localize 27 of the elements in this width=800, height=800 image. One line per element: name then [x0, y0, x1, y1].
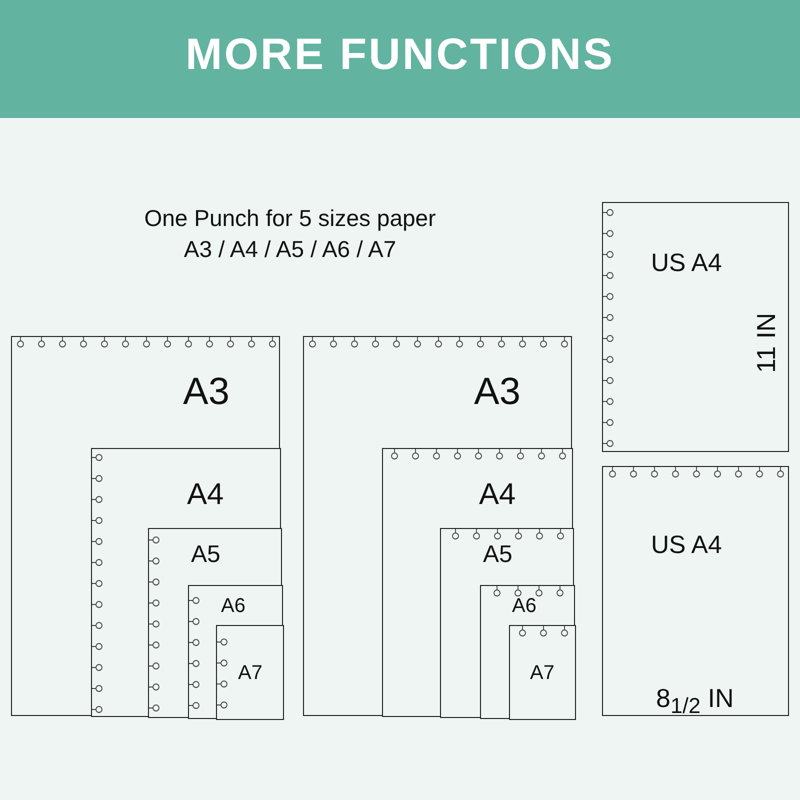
size-label: A6 — [512, 596, 536, 616]
size-label: A7 — [530, 663, 554, 683]
caption-text: A3 / A4 / A5 / A6 / A7 — [182, 236, 398, 263]
size-label: A3 — [474, 373, 520, 411]
paper-sheet — [188, 585, 283, 719]
size-label: A5 — [483, 543, 512, 567]
dimension-label: 11 IN — [753, 312, 779, 373]
paper-sheet — [148, 528, 282, 718]
size-label: A4 — [187, 480, 224, 510]
paper-sheet — [480, 585, 575, 719]
size-label: A7 — [238, 663, 262, 683]
size-label: US A4 — [651, 251, 722, 276]
dimension-label: 8$_{1/2}$ IN — [656, 685, 734, 717]
paper-sheet — [602, 466, 789, 716]
paper-sheet — [509, 625, 576, 720]
size-label: A3 — [183, 373, 230, 411]
size-label: A5 — [191, 543, 220, 567]
paper-sheet — [216, 625, 284, 720]
paper-sheet — [91, 448, 281, 717]
caption-text: One Punch for 5 sizes paper — [143, 205, 437, 232]
size-label: A4 — [479, 480, 516, 510]
size-label: US A4 — [651, 533, 722, 558]
size-label: A6 — [221, 596, 246, 616]
paper-sheet — [382, 448, 573, 717]
paper-sheet — [440, 528, 574, 718]
paper-sheet — [602, 202, 789, 452]
title: MORE FUNCTIONS — [184, 30, 616, 80]
